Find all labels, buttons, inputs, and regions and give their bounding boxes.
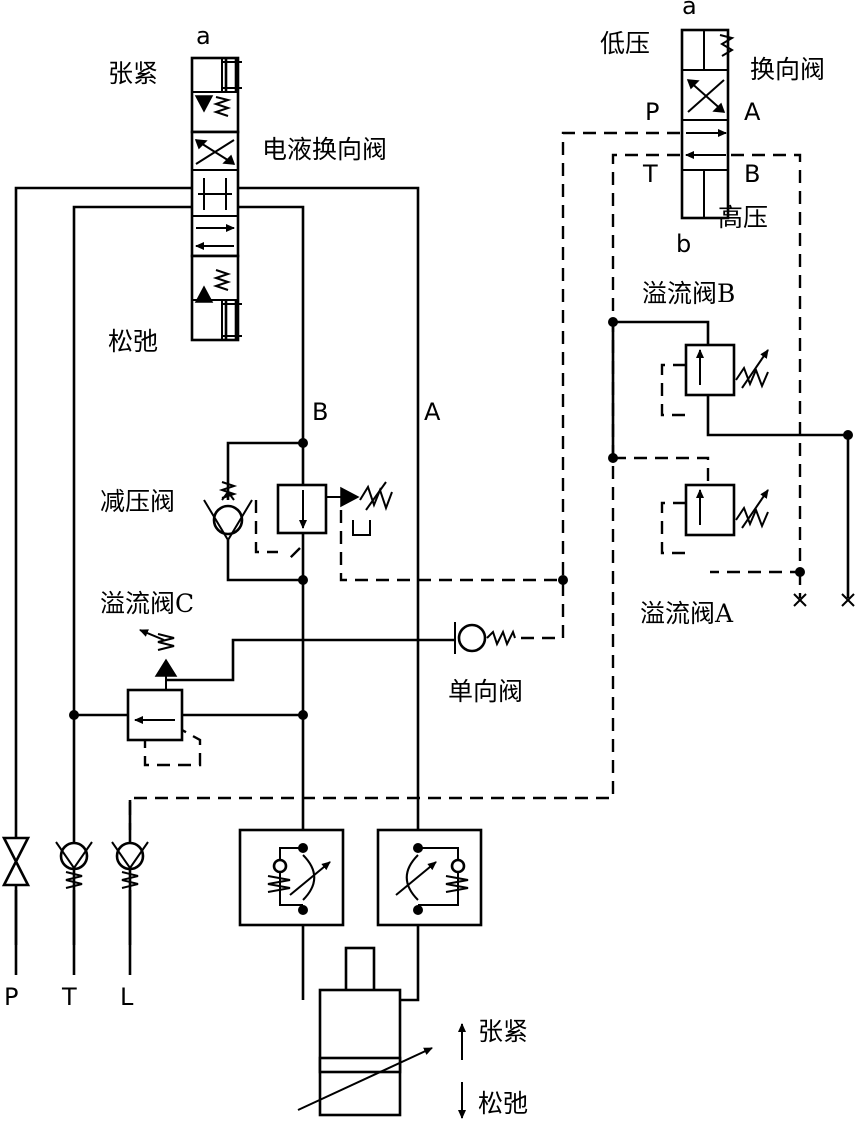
check-valve <box>454 622 516 654</box>
reducing-valve <box>203 481 393 542</box>
label-valve2-a: a <box>682 0 697 20</box>
label-cyl-tension: 张紧 <box>478 1017 528 1046</box>
label-relax: 松弛 <box>108 327 158 356</box>
label-reversing-valve: 换向阀 <box>750 55 825 84</box>
throttle-block-a <box>376 828 483 927</box>
relief-valve-a <box>611 322 855 607</box>
label-relief-a: 溢流阀A <box>640 599 734 628</box>
label-relief-b: 溢流阀B <box>642 279 735 308</box>
label-cyl-relax: 松弛 <box>478 1089 528 1118</box>
electro-hydraulic-valve <box>190 56 242 342</box>
junction-dots <box>69 317 853 915</box>
label-relief-c: 溢流阀C <box>100 589 194 618</box>
pilot-lines <box>128 131 802 830</box>
main-pipelines <box>14 186 455 1002</box>
label-valve1-a: a <box>196 22 211 50</box>
outlet-valves <box>1 836 149 889</box>
label-reducing-valve: 减压阀 <box>100 487 175 516</box>
label-out-p: P <box>4 983 18 1011</box>
label-line-a: A <box>424 398 441 426</box>
reversing-valve <box>680 28 735 220</box>
label-valve2-b: b <box>676 230 691 258</box>
label-line-b: B <box>312 398 328 426</box>
label-port-b: B <box>744 160 760 188</box>
label-low-pressure: 低压 <box>600 29 650 58</box>
diagram-labels: a 张紧 电液换向阀 松弛 a 低压 换向阀 P A T B 高压 b 溢流阀B… <box>4 0 825 1118</box>
relief-valve-c <box>126 629 184 742</box>
label-out-t: T <box>61 983 77 1011</box>
label-high-pressure: 高压 <box>718 203 768 232</box>
label-port-t: T <box>642 160 658 188</box>
throttle-block-b <box>238 828 345 927</box>
relief-valve-b <box>613 320 848 437</box>
label-port-p: P <box>645 98 659 126</box>
label-check-valve: 单向阀 <box>448 677 523 706</box>
label-tension: 张紧 <box>108 59 158 88</box>
label-port-a: A <box>744 98 761 126</box>
tension-cylinder <box>297 946 466 1119</box>
label-eh-valve: 电液换向阀 <box>262 135 387 164</box>
label-out-l: L <box>120 983 134 1011</box>
